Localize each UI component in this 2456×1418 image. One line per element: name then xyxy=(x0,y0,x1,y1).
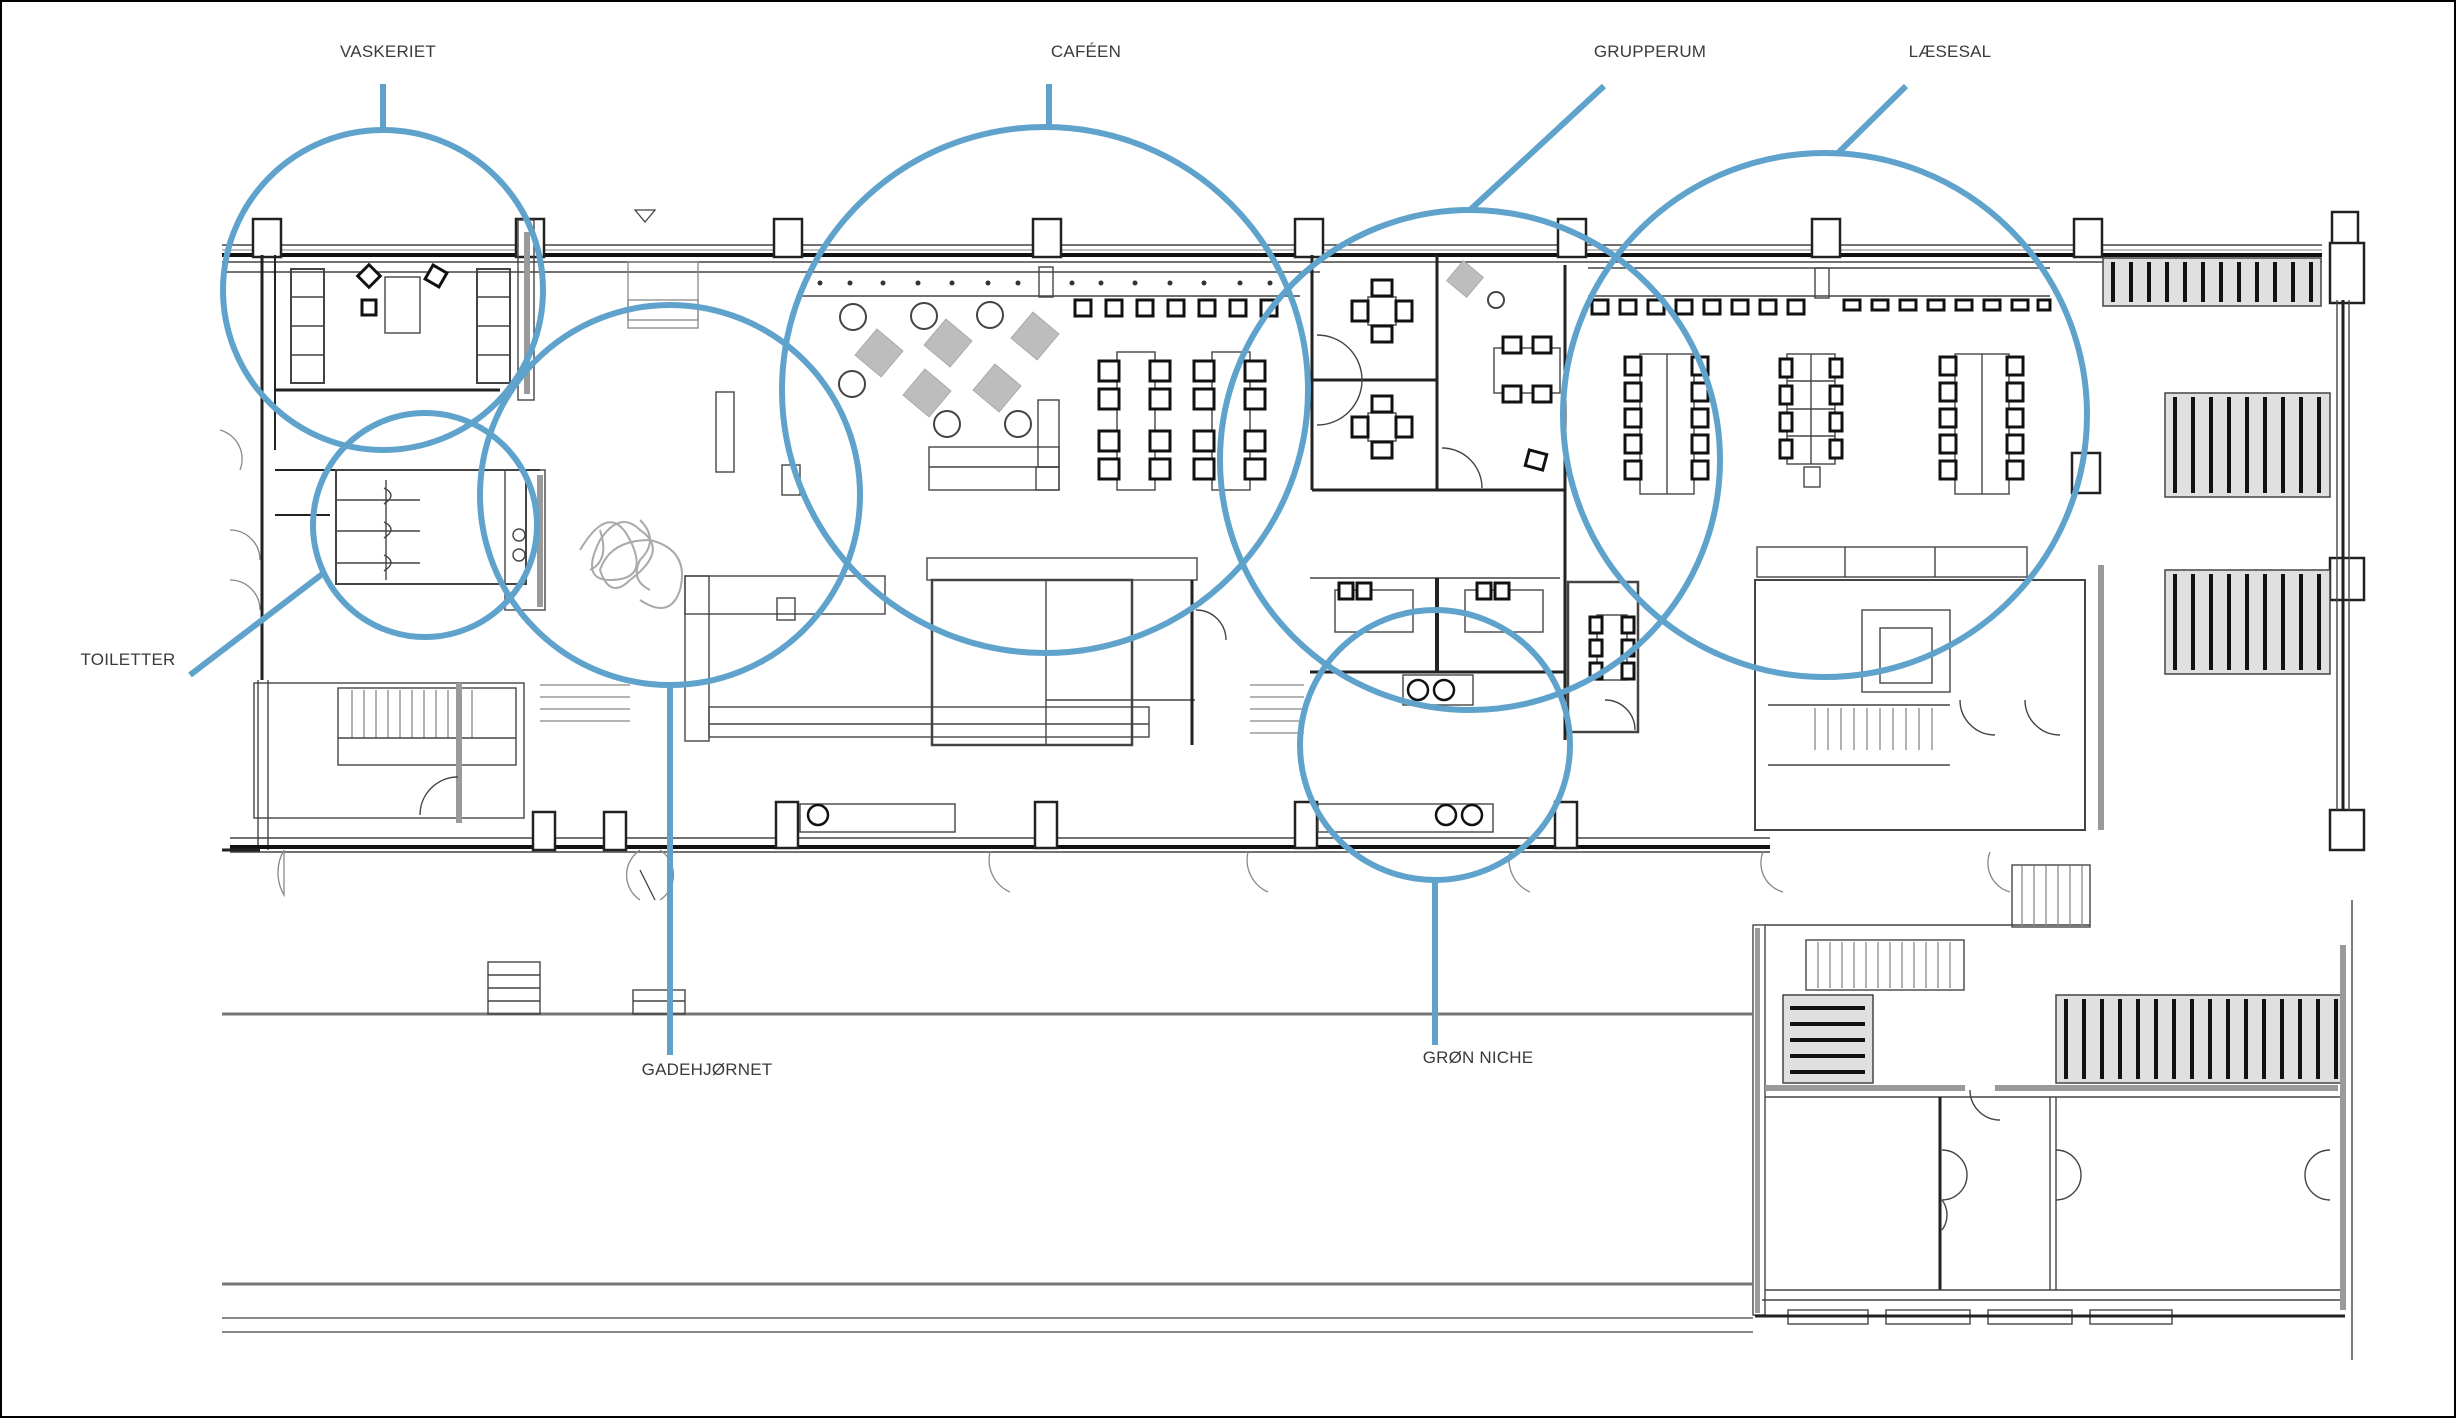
vaskeriet-furniture xyxy=(290,262,511,384)
zone-label-toiletter: TOILETTER xyxy=(80,650,176,669)
zone-label-gron-niche: GRØN NICHE xyxy=(1422,1048,1534,1067)
zone-circle-vaskeriet xyxy=(220,127,546,453)
zone-label-grupperum: GRUPPERUM xyxy=(1593,42,1707,61)
zone-label-cafeen: CAFÉEN xyxy=(1050,42,1122,61)
main-walls xyxy=(222,219,2350,853)
doors xyxy=(219,209,2011,901)
bicycle-racks xyxy=(1782,257,2345,1084)
cafeen-furniture xyxy=(800,266,1300,491)
zone-circle-laesesal xyxy=(1560,150,2090,680)
graffiti-sketch xyxy=(579,519,683,609)
zone-circle-cafeen xyxy=(779,124,1311,656)
zone-label-gadehjornet: GADEHJØRNET xyxy=(641,1060,773,1079)
grupperum-furniture xyxy=(1350,259,1561,472)
leader-line-laesesal xyxy=(1835,83,1909,156)
laesesal-furniture xyxy=(1588,267,2052,495)
zone-label-laesesal: LÆSESAL xyxy=(1908,42,1992,61)
annex-building xyxy=(1752,864,2353,1360)
zone-overlays xyxy=(188,83,2090,1055)
leader-line-toiletter xyxy=(188,569,327,678)
zone-circle-toiletter xyxy=(310,410,540,640)
street-lines xyxy=(222,961,1753,1333)
leader-line-grupperum xyxy=(1467,83,1607,213)
gadehjornet-bench xyxy=(715,391,735,473)
zone-label-vaskeriet: VASKERIET xyxy=(340,42,436,61)
